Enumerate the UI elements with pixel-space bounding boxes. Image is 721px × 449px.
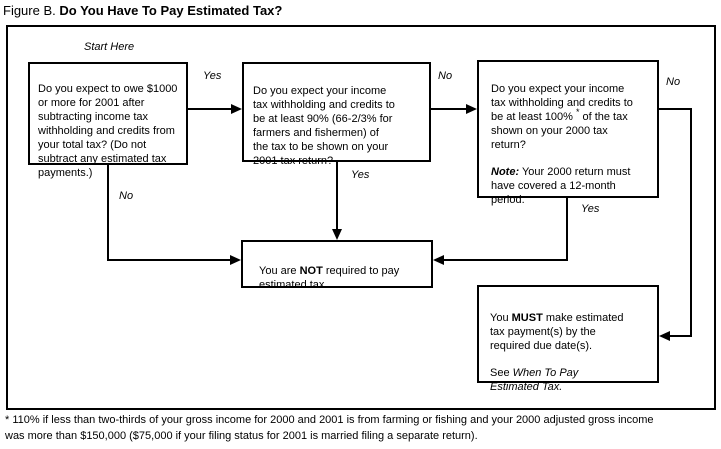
not-required-bold: NOT [299,265,323,277]
not-required-pre: You are [259,265,300,277]
figure-title-prefix: Figure B. [3,3,60,18]
connector-w90-no-line [430,108,466,110]
decision-box-owe-1000: Do you expect to owe $1000 or more for 2… [28,62,188,179]
figure-title-main: Do You Have To Pay Estimated Tax? [59,3,283,18]
connector-w100-no-hline-bottom [670,335,692,337]
label-w100-yes: Yes [581,203,600,215]
arrowhead-w100-yes [433,255,444,265]
must-pay-bold: MUST [511,312,543,324]
connector-w100-no-vline [690,108,692,337]
arrowhead-owe-no [230,255,241,265]
connector-owe-no-vline [107,164,109,261]
decision-box-withholding-100-note: Note: Your 2000 return must have covered… [491,165,653,207]
not-required-post: required to pay estimated tax. [259,265,400,291]
figure-title: Figure B. Do You Have To Pay Estimated T… [3,3,282,18]
connector-w100-yes-vline [566,198,568,261]
arrowhead-w90-no [466,104,477,114]
label-w90-yes: Yes [351,169,370,181]
connector-w90-yes-vline [336,162,338,230]
note-label: Note: [491,166,520,178]
footnote-asterisk-marker: * [575,107,580,118]
must-pay-see-reference: See When To Pay Estimated Tax. [490,366,653,394]
label-owe-yes: Yes [203,70,222,82]
connector-owe-yes-line [187,108,231,110]
must-pay-post: make estimated tax payment(s) by the req… [490,312,624,352]
decision-box-withholding-100-text-a: Do you expect your income tax withholdin… [491,83,633,123]
connector-w100-no-hline-top [659,108,692,110]
result-box-not-required: You are NOT required to pay estimated ta… [241,240,433,291]
label-w90-no: No [438,70,453,82]
decision-box-owe-1000-text: Do you expect to owe $1000 or more for 2… [38,83,178,179]
decision-box-withholding-90: Do you expect your income tax withholdin… [242,62,431,167]
decision-box-withholding-100: Do you expect your income tax withholdin… [477,60,659,206]
see-prefix: See [490,367,513,379]
connector-owe-no-hline [107,259,230,261]
arrowhead-w90-yes [332,229,342,240]
note-text: Your 2000 return must have covered a 12-… [491,166,631,206]
result-box-must-pay: You MUST make estimated tax payment(s) b… [477,285,659,393]
footnote-text: * 110% if less than two-thirds of your g… [5,414,654,442]
see-italic-reference: When To Pay Estimated Tax. [490,367,579,393]
decision-box-withholding-100-text-b: of the tax shown on your 2000 tax return… [491,111,628,151]
label-owe-no: No [119,190,134,202]
connector-w100-yes-hline [444,259,568,261]
arrowhead-owe-yes [231,104,242,114]
must-pay-pre: You [490,312,512,324]
arrowhead-w100-no [659,331,670,341]
start-here-label: Start Here [84,41,135,53]
label-w100-no: No [666,76,681,88]
decision-box-withholding-90-text: Do you expect your income tax withholdin… [253,85,395,167]
